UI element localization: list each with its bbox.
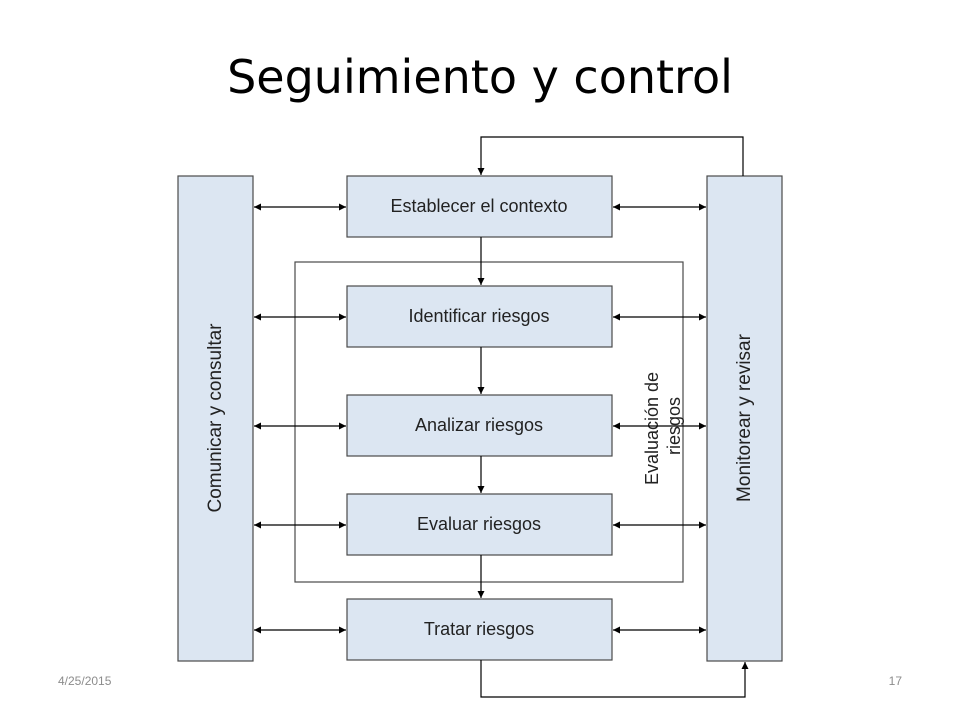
step-box-identify-risks [346,285,613,348]
step-label-identify-risks: Identificar riesgos [408,306,549,326]
communicate-consult-column [177,175,254,662]
footer-page-number: 17 [888,674,902,688]
step-box-establish-context [346,175,613,238]
loop-monitor-to-context [477,136,744,176]
loop-treat-to-monitor [480,660,749,698]
communicate-consult-label: Comunicar y consultar [205,323,226,513]
footer-date: 4/25/2015 [58,674,112,688]
step-box-evaluate-risks [346,493,613,556]
step-box-analyze-risks [346,394,613,457]
step-box-treat-risks [346,598,613,661]
step-label-evaluate-risks: Evaluar riesgos [417,514,541,534]
risk-assessment-label-line1: Evaluación de [642,372,662,485]
step-label-analyze-risks: Analizar riesgos [415,415,543,435]
page-title: Seguimiento y control [227,50,733,104]
risk-assessment-frame [294,261,684,583]
step-label-treat-risks: Tratar riesgos [424,619,534,639]
monitor-review-label: Monitorear y revisar [734,333,755,502]
step-label-establish-context: Establecer el contexto [390,196,567,216]
monitor-review-column [706,175,783,662]
